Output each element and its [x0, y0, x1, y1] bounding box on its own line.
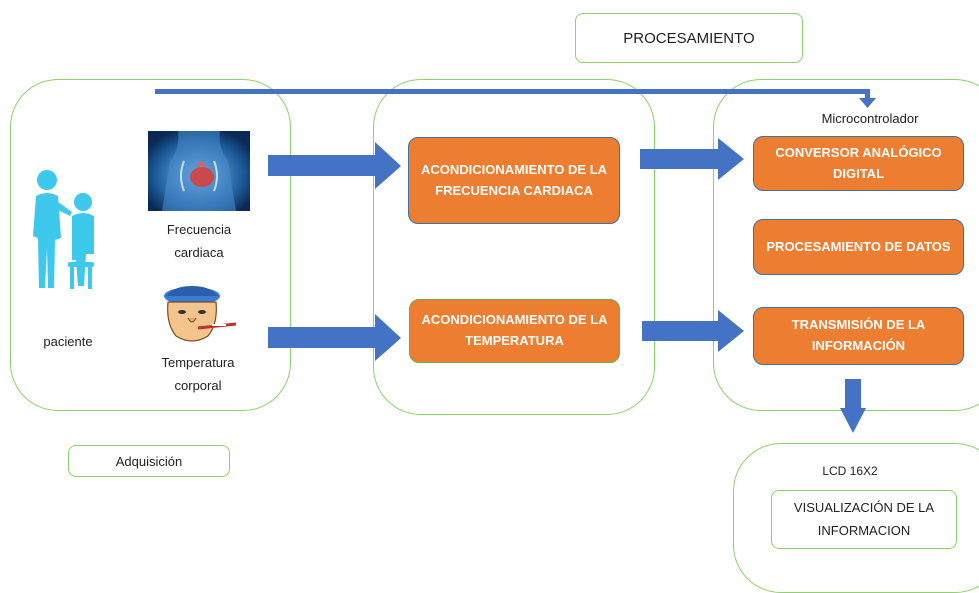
top-connector-drop	[865, 89, 870, 99]
procesamiento-title: PROCESAMIENTO	[575, 13, 803, 63]
top-connector-arrowhead	[859, 98, 876, 108]
arrow-conditioning-to-transmision	[642, 310, 744, 352]
top-connector-line	[155, 89, 870, 94]
heart-anatomy-image	[148, 131, 250, 211]
arrow-micro-to-lcd	[840, 379, 866, 433]
acondicionamiento-frecuencia-box: ACONDICIONAMIENTO DE LA FRECUENCIA CARDI…	[408, 137, 620, 224]
arrow-frecuencia-to-conditioning	[268, 142, 401, 189]
acondicionamiento-temperatura-box: ACONDICIONAMIENTO DE LA TEMPERATURA	[409, 299, 620, 363]
procesamiento-datos-box: PROCESAMIENTO DE DATOS	[753, 219, 964, 275]
temperatura-label: Temperatura corporal	[161, 355, 235, 393]
arrow-conditioning-to-adc	[640, 138, 744, 180]
paciente-label: paciente	[43, 334, 93, 349]
microcontrolador-label: Microcontrolador	[821, 111, 919, 126]
conversor-analogico-digital-box: CONVERSOR ANALÓGICO DIGITAL	[753, 136, 964, 191]
sick-man-thermometer-image	[152, 282, 244, 346]
patient-doctor-icon	[33, 170, 94, 289]
lcd-label: LCD 16X2	[822, 464, 878, 478]
frecuencia-label: Frecuencia cardiaca	[166, 222, 232, 260]
transmision-informacion-box: TRANSMISIÓN DE LA INFORMACIÓN	[753, 307, 964, 365]
visualizacion-box: VISUALIZACIÓN DE LA INFORMACION	[771, 490, 957, 549]
arrow-temperatura-to-conditioning	[268, 314, 401, 361]
arrows-layer	[155, 89, 876, 433]
adquisicion-label: Adquisición	[68, 445, 230, 477]
